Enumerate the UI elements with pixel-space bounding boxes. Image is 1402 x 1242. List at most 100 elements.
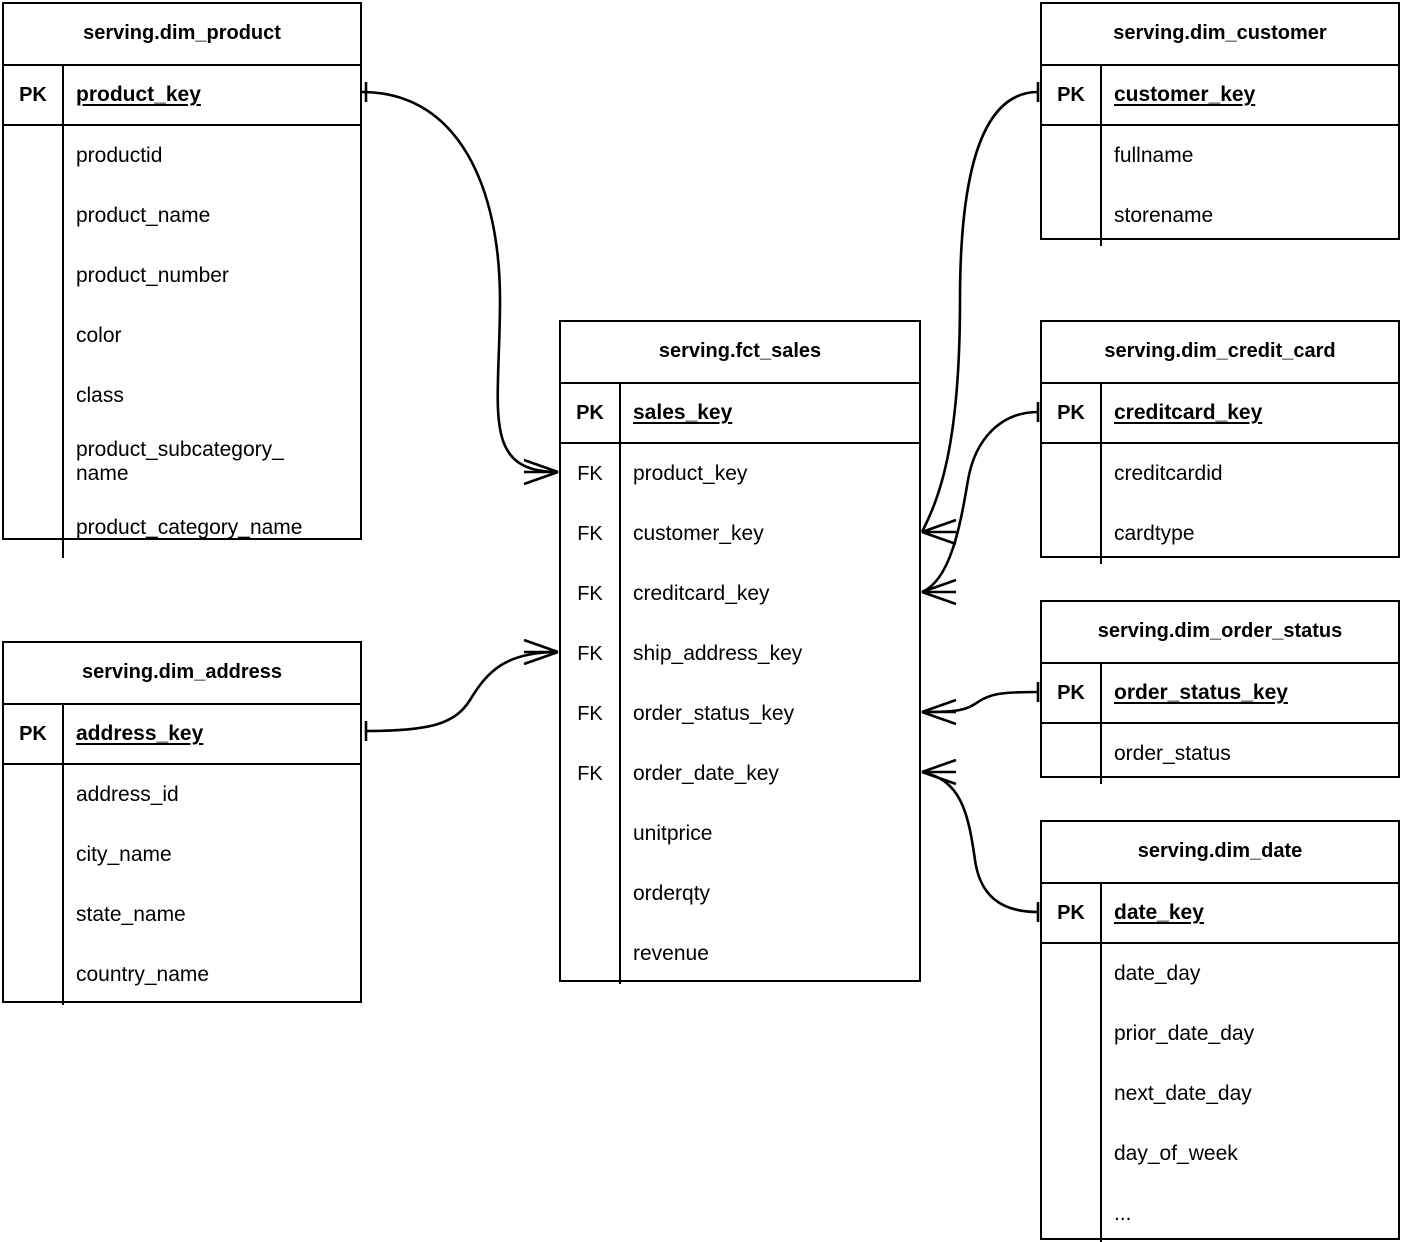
fk-row-order-status-key[interactable]: FK order_status_key (561, 684, 919, 744)
pk-badge: PK (1042, 384, 1102, 442)
pk-row-fct-sales[interactable]: PK sales_key (561, 384, 919, 444)
fk-row-customer-key[interactable]: FK customer_key (561, 504, 919, 564)
attribute-row: country_name (76, 963, 210, 987)
entity-fct-sales[interactable]: serving.fct_sales PK sales_key FK produc… (559, 320, 921, 984)
attribute-list: creditcardid cardtype (1102, 444, 1398, 564)
pk-field-name: address_key (76, 722, 204, 746)
attribute-row: creditcardid (1114, 462, 1223, 486)
attribute-row: product_subcategory_ name (64, 426, 360, 498)
fk-field-name: product_key (633, 462, 748, 486)
crowsfoot-product (523, 458, 559, 486)
crowsfoot-creditcard (921, 578, 957, 606)
connector-product (361, 90, 559, 474)
fk-row-ship-address-key[interactable]: FK ship_address_key (561, 624, 919, 684)
attribute-row: product_category_name (76, 516, 303, 540)
fk-badge: FK (561, 504, 621, 564)
pk-field-name: sales_key (633, 401, 733, 425)
fk-badge: FK (561, 684, 621, 744)
attribute-list: productid product_name product_number co… (64, 126, 360, 558)
entity-title-dim-customer: serving.dim_customer (1042, 4, 1398, 66)
key-column-spacer (1042, 126, 1102, 246)
key-column-spacer (1042, 944, 1102, 1242)
entity-title-dim-credit-card: serving.dim_credit_card (1042, 322, 1398, 384)
key-column-spacer (561, 864, 621, 924)
crowsfoot-customer (921, 518, 957, 546)
pk-row-dim-customer[interactable]: PK customer_key (1042, 66, 1398, 126)
measure-row-unitprice[interactable]: unitprice (561, 804, 919, 864)
attribute-row: product_number (76, 264, 229, 288)
connector-customer (920, 90, 1039, 533)
connector-orderstatus (921, 690, 1039, 714)
attribute-block-dim-date: date_day prior_date_day next_date_day da… (1042, 944, 1398, 1242)
pk-badge: PK (1042, 66, 1102, 124)
fk-field-name: ship_address_key (633, 642, 803, 666)
attribute-list: order_status (1102, 724, 1398, 784)
attribute-block-dim-customer: fullname storename (1042, 126, 1398, 246)
attribute-row: order_status (1114, 742, 1231, 766)
attribute-row: cardtype (1114, 522, 1195, 546)
fk-badge: FK (561, 744, 621, 804)
attribute-row: state_name (76, 903, 186, 927)
entity-dim-date[interactable]: serving.dim_date PK date_key date_day pr… (1040, 820, 1400, 1242)
attribute-list: address_id city_name state_name country_… (64, 765, 360, 1005)
entity-title-dim-order-status: serving.dim_order_status (1042, 602, 1398, 664)
pk-field-name: creditcard_key (1114, 401, 1263, 425)
attribute-block-dim-address: address_id city_name state_name country_… (4, 765, 360, 1005)
entity-title-dim-product: serving.dim_product (4, 4, 360, 66)
measure-field-name: revenue (633, 942, 709, 966)
key-column-spacer (561, 924, 621, 984)
entity-dim-credit-card[interactable]: serving.dim_credit_card PK creditcard_ke… (1040, 320, 1400, 564)
attribute-row: prior_date_day (1114, 1022, 1255, 1046)
key-column-spacer (4, 765, 64, 1005)
fk-row-creditcard-key[interactable]: FK creditcard_key (561, 564, 919, 624)
attribute-row: address_id (76, 783, 179, 807)
attribute-row-ellipsis: ... (1114, 1202, 1132, 1226)
attribute-row: next_date_day (1114, 1082, 1252, 1106)
pk-badge: PK (561, 384, 621, 442)
pk-field-name: date_key (1114, 901, 1204, 925)
entity-dim-address[interactable]: serving.dim_address PK address_key addre… (2, 641, 362, 1005)
attribute-block-dim-credit-card: creditcardid cardtype (1042, 444, 1398, 564)
entity-dim-customer[interactable]: serving.dim_customer PK customer_key ful… (1040, 2, 1400, 246)
attribute-row: date_day (1114, 962, 1201, 986)
fk-field-name: order_date_key (633, 762, 779, 786)
entity-dim-product[interactable]: serving.dim_product PK product_key produ… (2, 2, 362, 558)
attribute-row: productid (76, 144, 163, 168)
pk-row-dim-credit-card[interactable]: PK creditcard_key (1042, 384, 1398, 444)
fk-field-name: order_status_key (633, 702, 795, 726)
pk-row-dim-order-status[interactable]: PK order_status_key (1042, 664, 1398, 724)
attribute-row: day_of_week (1114, 1142, 1238, 1166)
entity-dim-order-status[interactable]: serving.dim_order_status PK order_status… (1040, 600, 1400, 784)
pk-field-name: order_status_key (1114, 681, 1288, 705)
fk-badge: FK (561, 624, 621, 684)
crowsfoot-orderstatus (921, 698, 957, 726)
attribute-row: city_name (76, 843, 172, 867)
fk-row-product-key[interactable]: FK product_key (561, 444, 919, 504)
fk-field-name: customer_key (633, 522, 764, 546)
crowsfoot-date (921, 758, 957, 786)
fk-badge: FK (561, 564, 621, 624)
connector-address (365, 650, 559, 733)
measure-row-revenue[interactable]: revenue (561, 924, 919, 984)
pk-row-dim-address[interactable]: PK address_key (4, 705, 360, 765)
measure-field-name: orderqty (633, 882, 711, 906)
fk-field-name: creditcard_key (633, 582, 770, 606)
attribute-list: date_day prior_date_day next_date_day da… (1102, 944, 1398, 1242)
pk-row-dim-date[interactable]: PK date_key (1042, 884, 1398, 944)
attribute-row: class (76, 384, 124, 408)
pk-badge: PK (4, 705, 64, 763)
attribute-row: storename (1114, 204, 1214, 228)
attribute-block-dim-order-status: order_status (1042, 724, 1398, 784)
fk-badge: FK (561, 444, 621, 504)
pk-badge: PK (4, 66, 64, 124)
key-column-spacer (1042, 444, 1102, 564)
fk-row-order-date-key[interactable]: FK order_date_key (561, 744, 919, 804)
connector-date (921, 770, 1039, 914)
key-column-spacer (1042, 724, 1102, 784)
key-column-spacer (561, 804, 621, 864)
attribute-row-wrapped: product_subcategory_ name (76, 438, 284, 485)
pk-row-dim-product[interactable]: PK product_key (4, 66, 360, 126)
measure-row-orderqty[interactable]: orderqty (561, 864, 919, 924)
pk-field-name: customer_key (1114, 83, 1256, 107)
